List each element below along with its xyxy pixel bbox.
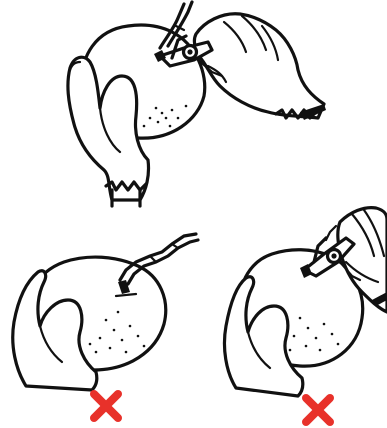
panel-correct (68, 2, 326, 206)
cross-icon (306, 398, 330, 422)
panel-wrong-cut-fruit (224, 208, 387, 422)
cross-icon (94, 394, 118, 418)
panel-wrong-long-stem (13, 234, 198, 418)
right-hand (194, 14, 326, 120)
